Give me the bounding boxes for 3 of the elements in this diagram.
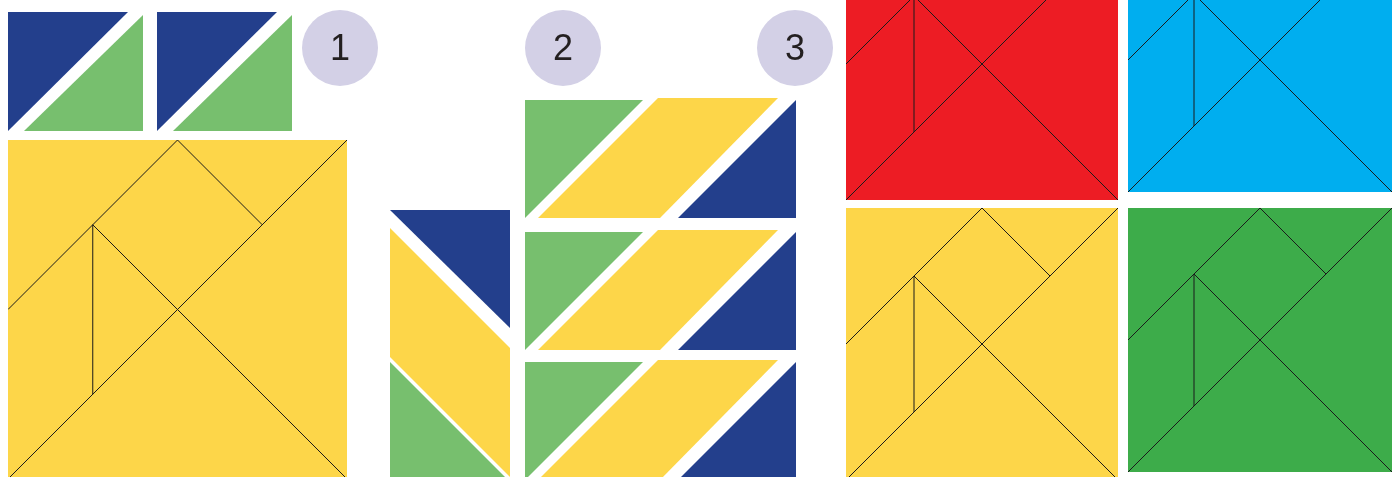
callout-number: 2 <box>525 10 601 86</box>
callout-number: 3 <box>757 10 833 86</box>
callout-number: 1 <box>302 10 378 86</box>
